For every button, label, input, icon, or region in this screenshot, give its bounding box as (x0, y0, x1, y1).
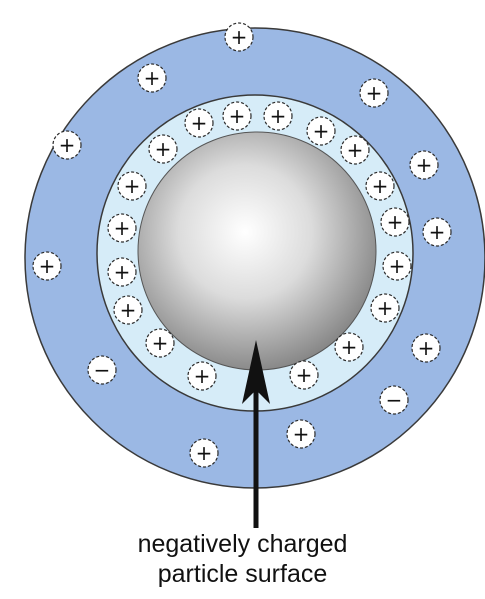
positive-ion: + (185, 109, 213, 137)
label-line-1: negatively charged (0, 529, 485, 559)
svg-text:+: + (59, 133, 76, 157)
svg-text:+: + (191, 111, 208, 135)
positive-ion: + (108, 214, 136, 242)
svg-text:+: + (366, 81, 383, 105)
svg-text:+: + (155, 137, 172, 161)
positive-ion: + (33, 252, 61, 280)
positive-ion: + (188, 362, 216, 390)
svg-text:+: + (144, 66, 161, 90)
svg-text:+: + (387, 210, 404, 234)
positive-ion: + (412, 334, 440, 362)
negative-ion: − (380, 386, 408, 414)
positive-ion: + (149, 135, 177, 163)
negative-ion: − (88, 356, 116, 384)
positive-ion: + (383, 252, 411, 280)
label-line-2: particle surface (0, 559, 485, 589)
positive-ion: + (381, 208, 409, 236)
svg-text:+: + (120, 298, 137, 322)
svg-text:+: + (429, 220, 446, 244)
svg-text:+: + (416, 153, 433, 177)
svg-text:+: + (372, 174, 389, 198)
positive-ion: + (410, 151, 438, 179)
positive-ion: + (307, 117, 335, 145)
positive-ion: + (423, 218, 451, 246)
positive-ion: + (341, 136, 369, 164)
positive-ion: + (138, 64, 166, 92)
svg-text:+: + (39, 254, 56, 278)
svg-text:+: + (114, 216, 131, 240)
particle-surface-label: negatively charged particle surface (0, 529, 485, 589)
svg-text:+: + (231, 25, 248, 49)
positive-ion: + (264, 102, 292, 130)
svg-text:+: + (293, 422, 310, 446)
positive-ion: + (225, 23, 253, 51)
positive-ion: + (146, 329, 174, 357)
svg-text:+: + (270, 104, 287, 128)
positive-ion: + (53, 131, 81, 159)
positive-ion: + (335, 333, 363, 361)
svg-text:+: + (229, 104, 246, 128)
svg-text:−: − (94, 358, 111, 382)
positive-ion: + (371, 294, 399, 322)
svg-text:+: + (341, 335, 358, 359)
positive-ion: + (366, 172, 394, 200)
electric-double-layer-diagram: + + + + + + + + − − + + + + + + + + + + + + + + + + + + + + (0, 0, 485, 530)
positive-ion: + (223, 102, 251, 130)
svg-text:+: + (152, 331, 169, 355)
svg-text:+: + (313, 119, 330, 143)
svg-text:+: + (196, 441, 213, 465)
svg-text:+: + (124, 174, 141, 198)
positive-ion: + (360, 79, 388, 107)
positive-ion: + (287, 420, 315, 448)
svg-text:+: + (377, 296, 394, 320)
positive-ion: + (290, 361, 318, 389)
positive-ion: + (118, 172, 146, 200)
svg-text:+: + (347, 138, 364, 162)
svg-text:+: + (114, 260, 131, 284)
positive-ion: + (190, 439, 218, 467)
svg-text:+: + (389, 254, 406, 278)
svg-text:+: + (418, 336, 435, 360)
positive-ion: + (108, 258, 136, 286)
positive-ion: + (114, 296, 142, 324)
svg-text:+: + (194, 364, 211, 388)
svg-text:−: − (386, 388, 403, 412)
svg-text:+: + (296, 363, 313, 387)
